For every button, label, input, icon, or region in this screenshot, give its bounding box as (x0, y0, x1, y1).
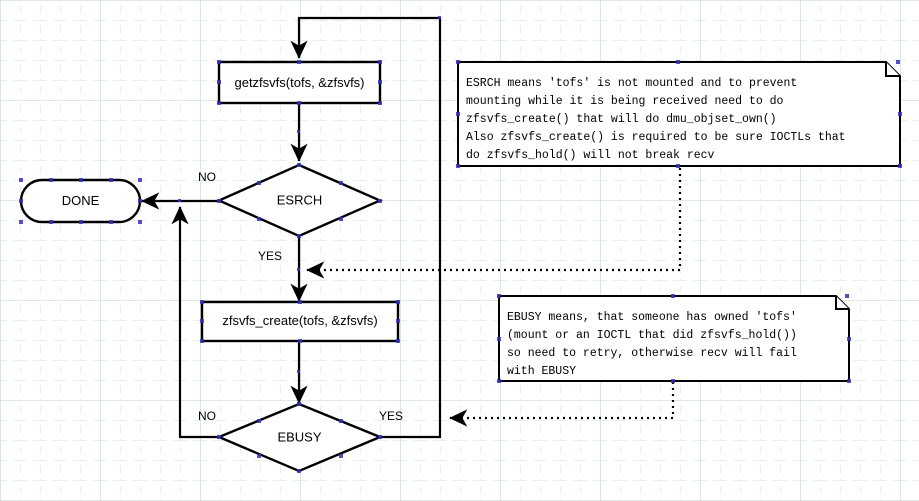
edge-ebusy-no-to-done (171, 206, 219, 439)
edge-label-ebusy-yes: YES (379, 409, 403, 423)
handle-group-note-esrch (456, 60, 902, 168)
handle-group-note-ebusy (497, 294, 851, 383)
node-ebusy-decision[interactable]: EBUSY (215, 402, 384, 473)
note-link-ebusy (449, 382, 675, 427)
edge-label-esrch-yes: YES (258, 249, 282, 263)
handle-group-ebusy (217, 402, 382, 473)
note-esrch-line-4: do zfsvfs_hold() will not break recv (466, 149, 715, 162)
node-getzfsvfs[interactable]: getzfsvfs(tofs, &zfsvfs) (217, 60, 382, 105)
node-esrch-label: ESRCH (277, 192, 323, 207)
edge-label-esrch-no: NO (198, 170, 216, 184)
note-ebusy-line-1: (mount or an IOCTL that did zfsvfs_hold(… (507, 329, 797, 342)
handle-group-getzfsvfs (217, 60, 382, 105)
note-esrch[interactable]: ESRCH means 'tofs' is not mounted and to… (457, 61, 901, 167)
note-ebusy-line-0: EBUSY means, that someone has owned 'tof… (507, 311, 797, 324)
note-esrch-line-0: ESRCH means 'tofs' is not mounted and to… (466, 77, 797, 90)
selection-handles (19, 16, 902, 473)
handle-group-edges (178, 16, 441, 373)
node-ebusy-label: EBUSY (277, 429, 321, 444)
edge-label-ebusy-no: NO (198, 409, 216, 423)
note-ebusy-line-3: with EBUSY (507, 365, 576, 378)
node-zfsvfs-create-label: zfsvfs_create(tofs, &zfsvfs) (222, 313, 377, 328)
node-getzfsvfs-label: getzfsvfs(tofs, &zfsvfs) (234, 75, 364, 90)
node-zfsvfs-create[interactable]: zfsvfs_create(tofs, &zfsvfs) (200, 300, 400, 343)
node-esrch-decision[interactable]: ESRCH (216, 163, 383, 238)
handle-group-esrch (217, 163, 382, 238)
node-done-label: DONE (62, 193, 100, 208)
note-ebusy-line-2: so need to retry, otherwise recv will fa… (507, 347, 797, 360)
note-esrch-line-1: mounting while it is being received need… (466, 95, 784, 108)
handle-group-done (19, 178, 142, 224)
note-ebusy[interactable]: EBUSY means, that someone has owned 'tof… (498, 295, 850, 382)
note-esrch-line-2: zfsvfs_create() that will do dmu_objset_… (466, 113, 777, 126)
note-esrch-line-3: Also zfsvfs_create() is required to be s… (466, 131, 846, 144)
node-done-terminator[interactable]: DONE (19, 178, 142, 224)
note-link-esrch (306, 168, 682, 279)
handle-group-create (200, 300, 400, 343)
